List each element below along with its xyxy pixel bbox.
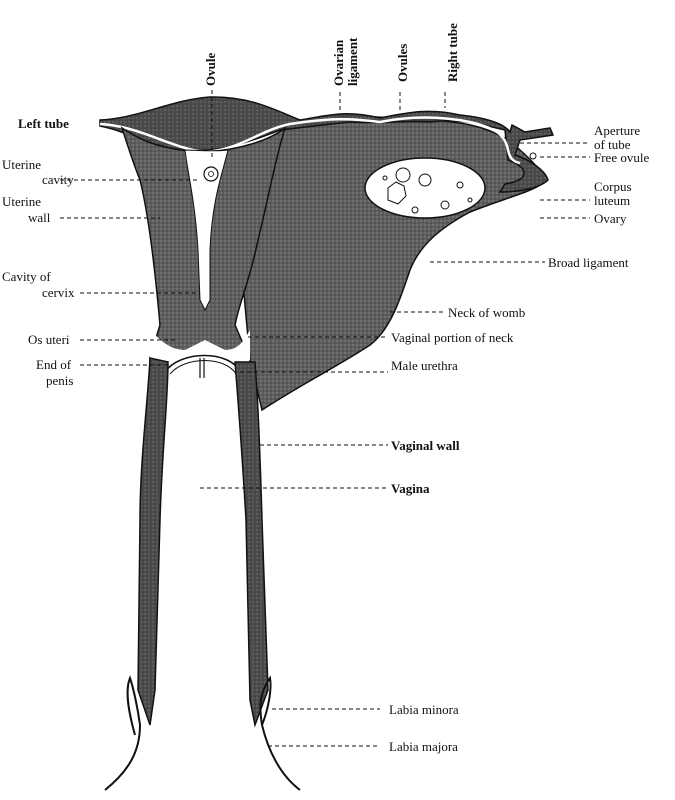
label-left-tube: Left tube bbox=[18, 116, 69, 131]
label-ovules: Ovules bbox=[395, 43, 410, 82]
label-vaginal-wall: Vaginal wall bbox=[391, 438, 460, 453]
uterine-cavity bbox=[184, 149, 229, 312]
label-os-uteri: Os uteri bbox=[28, 332, 70, 347]
label-ovule: Ovule bbox=[203, 52, 218, 86]
label-cavity-cervix-1: Cavity of bbox=[2, 269, 51, 284]
label-ovarian-ligament-1: Ovarian bbox=[331, 39, 346, 86]
label-labia-minora: Labia minora bbox=[389, 702, 459, 717]
label-corpus-1: Corpus bbox=[594, 179, 632, 194]
label-neck-of-womb: Neck of womb bbox=[448, 305, 526, 320]
labia-right bbox=[259, 675, 301, 791]
label-ovarian-ligament-2: ligament bbox=[345, 37, 360, 86]
free-ovule-shape bbox=[529, 152, 537, 160]
label-ovary: Ovary bbox=[594, 211, 627, 226]
label-uterine-cavity-2: cavity bbox=[42, 172, 74, 187]
label-end-of-penis-2: penis bbox=[46, 373, 74, 388]
label-male-urethra: Male urethra bbox=[391, 358, 458, 373]
label-uterine-cavity-1: Uterine bbox=[2, 157, 41, 172]
labia-left bbox=[104, 675, 142, 791]
label-broad-ligament: Broad ligament bbox=[548, 255, 629, 270]
label-labia-majora: Labia majora bbox=[389, 739, 458, 754]
vaginal-wall-left bbox=[137, 357, 169, 726]
label-aperture-2: of tube bbox=[594, 137, 631, 152]
label-vagina: Vagina bbox=[391, 481, 430, 496]
label-free-ovule: Free ovule bbox=[594, 150, 650, 165]
vaginal-wall-right bbox=[234, 361, 269, 728]
label-uterine-wall-2: wall bbox=[28, 210, 51, 225]
ovule-in-cavity bbox=[203, 166, 219, 182]
ovary-follicles bbox=[364, 157, 486, 219]
label-cavity-cervix-2: cervix bbox=[42, 285, 75, 300]
label-vaginal-portion: Vaginal portion of neck bbox=[391, 330, 514, 345]
label-right-tube: Right tube bbox=[445, 23, 460, 82]
label-end-of-penis-1: End of bbox=[36, 357, 72, 372]
label-corpus-2: luteum bbox=[594, 193, 631, 208]
label-aperture-1: Aperture bbox=[594, 123, 641, 138]
label-uterine-wall-1: Uterine bbox=[2, 194, 41, 209]
